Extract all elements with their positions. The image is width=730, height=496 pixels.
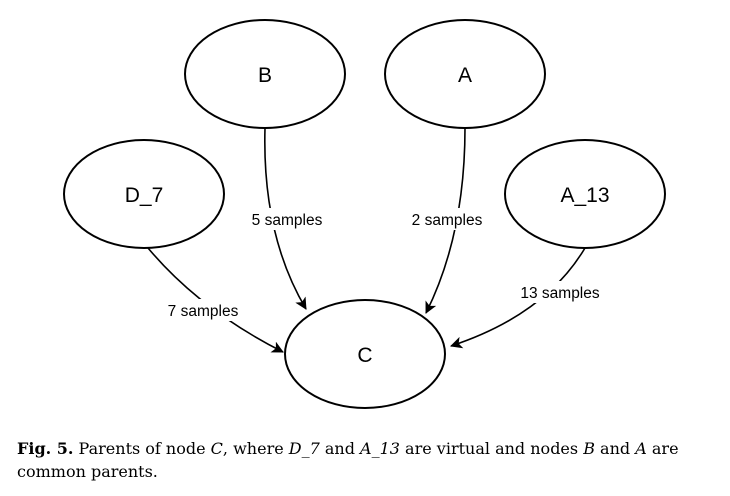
node-a: A — [384, 19, 546, 129]
node-a13: A_13 — [504, 139, 666, 249]
caption-text: Parents of node — [73, 439, 211, 458]
caption-node-d7: D_7 — [288, 439, 320, 458]
node-d7-label: D_7 — [125, 184, 164, 207]
parent-nodes-diagram: B A D_7 A_13 C 7 samples 5 samples 2 sam… — [63, 19, 666, 409]
edge-label-d7-to-c: 7 samples — [168, 303, 239, 320]
node-c: C — [284, 299, 446, 409]
caption-text: are common parents. — [17, 439, 679, 481]
caption-text: and — [594, 439, 636, 458]
figure-label: Fig. 5. — [17, 439, 74, 458]
edge-label-b-to-c: 5 samples — [252, 212, 323, 229]
node-c-label: C — [357, 344, 372, 367]
figure-caption: Fig. 5. Parents of node C, where D_7 and… — [17, 437, 717, 483]
node-b-label: B — [258, 64, 272, 87]
caption-node-b: B — [583, 439, 595, 458]
caption-text: are virtual and nodes — [399, 439, 584, 458]
node-a-label: A — [458, 64, 472, 87]
caption-node-a13: A_13 — [360, 439, 400, 458]
caption-text: and — [319, 439, 361, 458]
caption-node-a: A — [635, 439, 647, 458]
node-b: B — [184, 19, 346, 129]
edge-label-a13-to-c: 13 samples — [520, 285, 600, 302]
node-d7: D_7 — [63, 139, 225, 249]
edge-a13-to-c — [450, 247, 586, 349]
caption-text: , where — [222, 439, 289, 458]
edge-label-a-to-c: 2 samples — [412, 212, 483, 229]
caption-node-c: C — [210, 439, 223, 458]
node-a13-label: A_13 — [560, 184, 609, 207]
